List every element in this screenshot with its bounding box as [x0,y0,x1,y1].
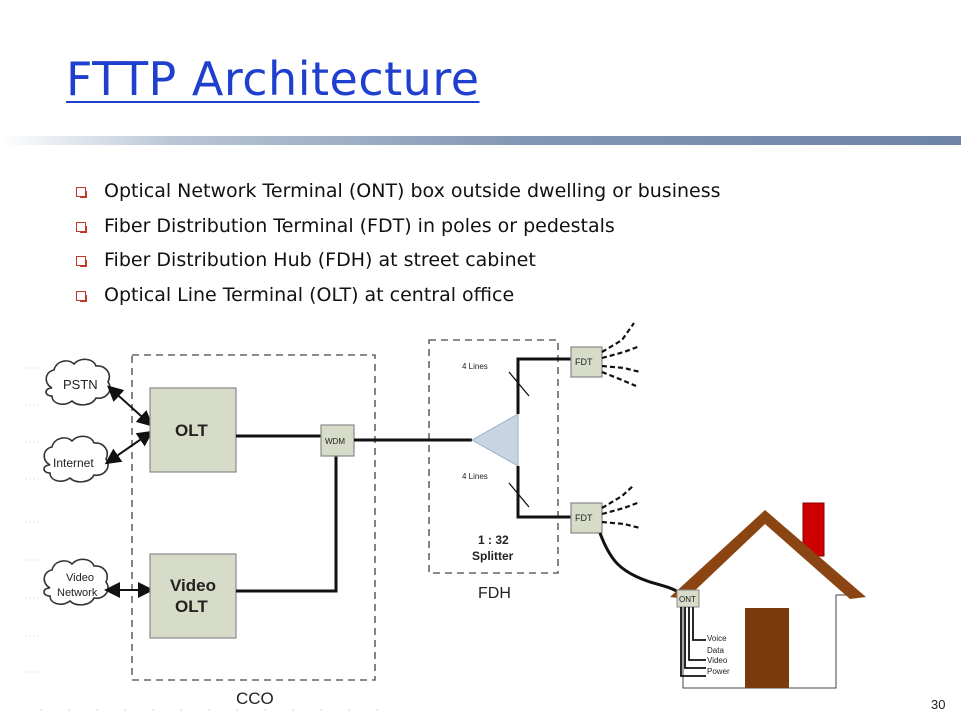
slide-title: FTTP Architecture [66,52,480,106]
bottom-distribution-fiber [516,466,571,519]
cco-label: CCO [236,689,274,708]
tick-mark [508,482,530,508]
top-drop-fan [601,322,641,388]
service-data-label: Data [707,646,724,655]
fdh-boundary [428,339,559,574]
splitter-ratio-label: 1 : 32 [478,533,509,547]
video-network-cloud-icon: Video Network [43,558,109,606]
tick-mark [508,371,530,397]
service-video-label: Video [707,656,728,665]
top-distribution-fiber [516,357,571,414]
fdt-bottom-box [570,502,603,534]
video-olt-wdm-fiber [236,456,338,593]
left-guide-dots [26,367,40,673]
svg-text:Internet: Internet [53,456,94,470]
bullet-item: Optical Network Terminal (ONT) box outsi… [76,174,721,209]
service-voice-label: Voice [707,634,727,643]
checkbox-bullet-icon [76,187,87,198]
internet-cloud-icon: Internet [43,435,109,483]
internet-olt-link [104,430,154,465]
bullet-item: Fiber Distribution Terminal (FDT) in pol… [76,209,721,244]
pstn-cloud-icon: PSTN [45,358,111,406]
bullet-item: Optical Line Terminal (OLT) at central o… [76,278,721,313]
splitter-icon [470,413,519,467]
wdm-label: WDM [325,437,345,446]
wdm-box [320,424,355,457]
video-olt-box [149,553,237,639]
lines-bottom-label: 4 Lines [462,472,488,481]
fdt-top-label: FDT [575,357,593,367]
olt-label: OLT [175,421,208,440]
bullet-list: Optical Network Terminal (ONT) box outsi… [76,174,721,313]
service-wires [680,607,706,677]
svg-text:PSTN: PSTN [63,377,98,392]
video-olt-label: OLT [175,597,208,616]
ont-box [676,589,700,608]
checkbox-bullet-icon [76,221,87,233]
fdt-top-box [570,346,603,378]
title-divider [0,136,961,145]
page-number: 30 [931,697,946,712]
svg-text:Video: Video [66,572,94,584]
checkbox-bullet-icon [76,291,87,303]
ont-label: ONT [679,595,696,604]
splitter-label: Splitter [472,549,514,563]
bottom-drop-fan [601,484,641,530]
lines-top-label: 4 Lines [462,362,488,371]
pstn-olt-link [107,385,153,427]
service-power-label: Power [707,667,730,676]
fdt-bottom-label: FDT [575,513,593,523]
video-olt-label: Video [170,576,216,595]
fdh-label: FDH [478,585,511,602]
olt-box [149,387,237,473]
bullet-item: Fiber Distribution Hub (FDH) at street c… [76,243,721,278]
checkbox-bullet-icon [76,256,87,268]
svg-text:Network: Network [57,587,98,599]
ont-drop-fiber [598,532,679,594]
cco-boundary [131,354,376,681]
door [745,608,789,688]
